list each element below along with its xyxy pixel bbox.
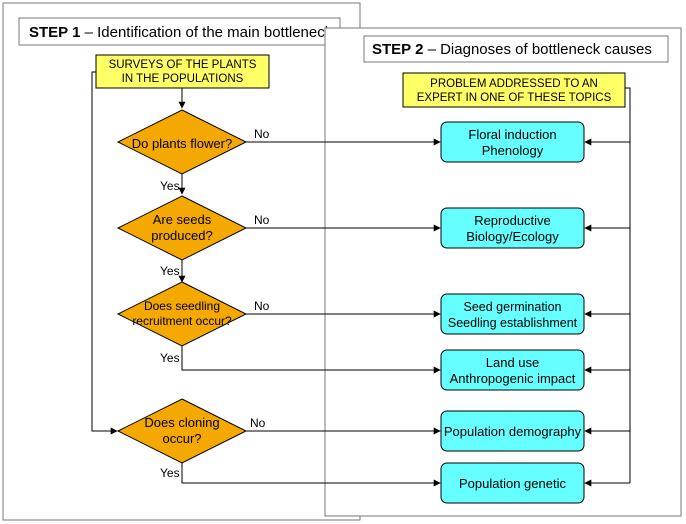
topic-demography-line-1: Population demography [444, 424, 582, 439]
start-box-line-1: SURVEYS OF THE PLANTS [109, 59, 257, 71]
decision-seedling-shape [116, 281, 248, 347]
expert-box-line-2: EXPERT IN ONE OF THESE TOPICS [417, 92, 612, 104]
arrow-yes-cloning [181, 463, 441, 487]
topic-floral: Floral induction Phenology [440, 121, 585, 163]
yes-label-seedling: Yes [160, 351, 180, 365]
decision-seeds: Are seeds produced? [116, 195, 248, 261]
decision-seeds-shape [116, 195, 248, 261]
topic-landuse-line-1: Land use [486, 355, 540, 370]
decision-cloning: Does cloning occur? [116, 398, 248, 464]
topic-demography: Population demography [440, 410, 585, 452]
topic-reproductive: Reproductive Biology/Ecology [440, 207, 585, 249]
topic-floral-box [440, 121, 585, 163]
no-label-flower: No [254, 127, 270, 141]
step2-title-bold: STEP 2 [372, 41, 423, 58]
topic-genetic-line-1: Population genetic [459, 476, 566, 491]
step2-title-box [363, 35, 669, 63]
arrow-yes-seedling [181, 346, 441, 374]
step1-title-rest: – Identification of the main bottlenecks [80, 24, 339, 41]
decision-seedling-line-1: Does seedling [144, 299, 220, 313]
step2-title-rest: – Diagnoses of bottleneck causes [423, 41, 651, 58]
yes-label-seeds: Yes [160, 264, 180, 278]
topic-landuse-box [440, 349, 585, 391]
branch-labels: No No No No Yes Yes Yes Yes [160, 127, 270, 480]
expert-box: PROBLEM ADDRESSED TO AN EXPERT IN ONE OF… [402, 72, 626, 108]
step1-title-bold: STEP 1 [29, 24, 80, 41]
decision-flower: Do plants flower? [116, 109, 248, 175]
expert-bus-line [625, 87, 631, 483]
decision-seedling-line-2: recruitment occur? [132, 314, 232, 328]
step1-title: STEP 1 – Identification of the main bott… [29, 24, 340, 41]
no-label-seedling: No [254, 299, 270, 313]
topic-genetic-box [440, 462, 585, 504]
topic-floral-line-2: Phenology [482, 143, 544, 158]
decision-seeds-line-2: produced? [151, 228, 212, 243]
no-label-cloning: No [250, 416, 266, 430]
decision-cloning-line-1: Does cloning [144, 415, 219, 430]
topic-reproductive-line-2: Biology/Ecology [466, 229, 559, 244]
expert-box-frame [402, 72, 626, 108]
expert-box-line-1: PROBLEM ADDRESSED TO AN [430, 78, 598, 90]
yes-label-flower: Yes [160, 179, 180, 193]
topic-genetic: Population genetic [440, 462, 585, 504]
topic-landuse-line-2: Anthropogenic impact [450, 371, 576, 386]
arrow-start-to-cloning [91, 71, 118, 435]
decision-cloning-line-2: occur? [162, 431, 201, 446]
topic-germination-box [440, 293, 585, 335]
connectors [91, 71, 631, 487]
decision-flower-shape [116, 109, 248, 175]
topic-reproductive-box [440, 207, 585, 249]
topic-floral-line-1: Floral induction [468, 127, 556, 142]
topic-germination: Seed germination Seedling establishment [440, 293, 585, 335]
topic-reproductive-line-1: Reproductive [474, 213, 551, 228]
start-box: SURVEYS OF THE PLANTS IN THE POPULATIONS [95, 54, 270, 89]
yes-label-cloning: Yes [160, 466, 180, 480]
topic-germination-line-1: Seed germination [464, 300, 562, 314]
start-box-frame [95, 54, 270, 89]
topic-demography-box [440, 410, 585, 452]
topic-germination-line-2: Seedling establishment [448, 316, 578, 330]
start-box-line-2: IN THE POPULATIONS [122, 73, 244, 85]
step2-title: STEP 2 – Diagnoses of bottleneck causes [372, 41, 652, 58]
topic-landuse: Land use Anthropogenic impact [440, 349, 585, 391]
decision-seedling: Does seedling recruitment occur? [116, 281, 248, 347]
decision-flower-line-1: Do plants flower? [132, 136, 232, 151]
decision-cloning-shape [116, 398, 248, 464]
decision-seeds-line-1: Are seeds [153, 212, 212, 227]
no-label-seeds: No [254, 213, 270, 227]
step1-title-box [18, 17, 341, 46]
